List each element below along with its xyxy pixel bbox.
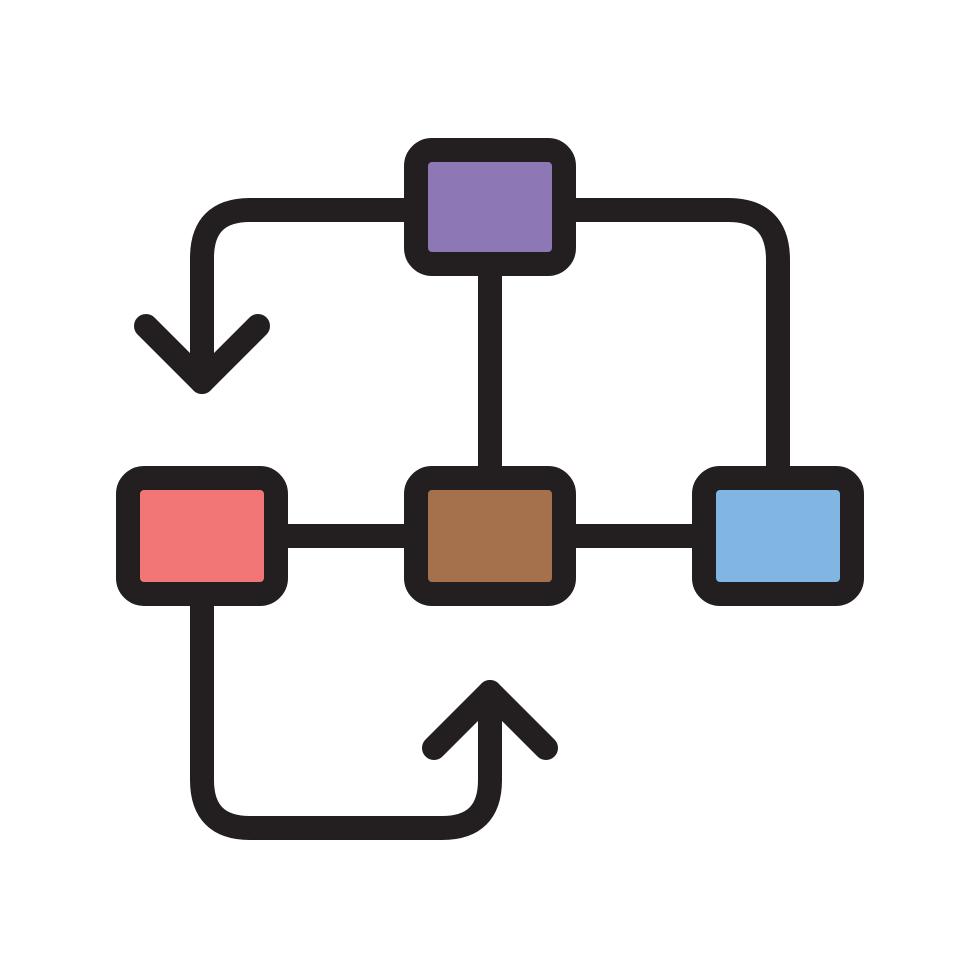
top-to-left-arrow-connector <box>190 198 430 394</box>
node-right <box>692 466 864 606</box>
node-top <box>404 138 576 276</box>
top-to-right-connector <box>550 198 790 490</box>
left-to-center-arrow-connector <box>190 582 502 840</box>
node-center <box>404 466 576 606</box>
arrow-up-icon <box>422 680 558 760</box>
node-left <box>116 466 288 606</box>
arrow-down-icon <box>134 314 270 394</box>
